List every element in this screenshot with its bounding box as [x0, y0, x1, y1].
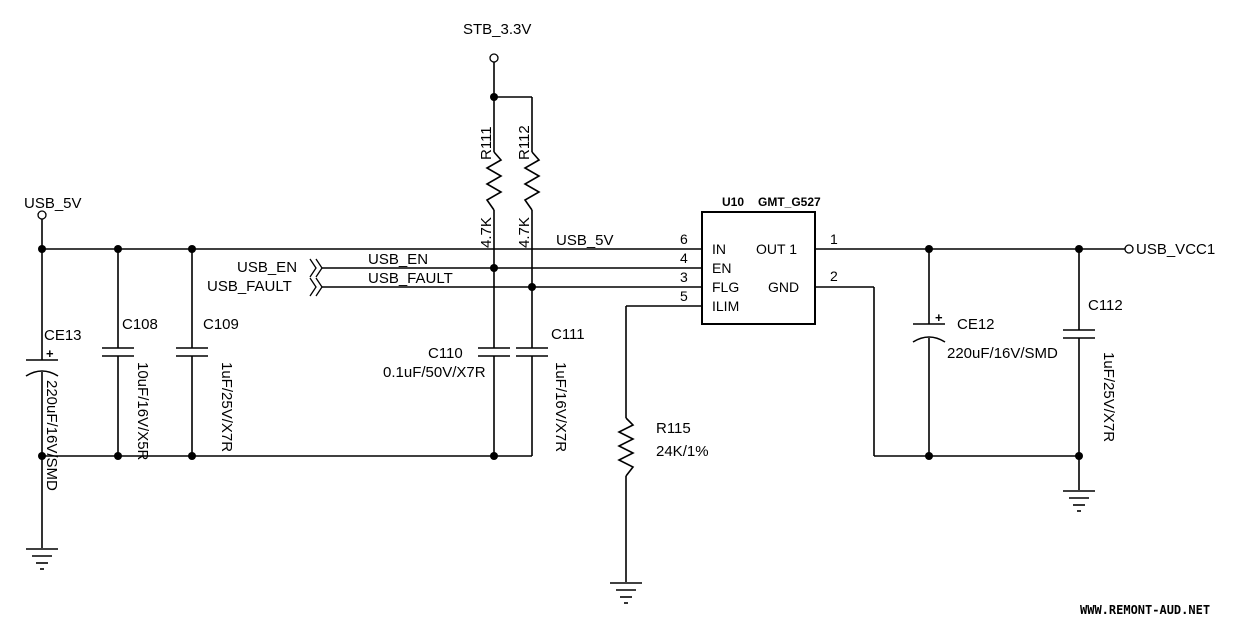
- c111-value: 1uF/16V/X7R: [552, 362, 569, 452]
- ic-part-label: GMT_G527: [758, 195, 821, 209]
- pin-en-name: EN: [712, 260, 731, 276]
- ic-u10: U10 GMT_G527 IN EN FLG ILIM 6 4 3 5 OUT …: [680, 195, 838, 325]
- capacitor-c112: C112 1uF/25V/X7R: [1063, 297, 1123, 442]
- c109-value: 1uF/25V/X7R: [218, 362, 235, 452]
- r111-ref: R111: [478, 126, 495, 160]
- resistor-r111: R111 4.7K: [478, 126, 503, 248]
- ce13-ref: CE13: [44, 327, 82, 344]
- polarity-plus-icon: +: [46, 346, 54, 361]
- r112-ref: R112: [516, 125, 533, 160]
- c110-value: 0.1uF/50V/X7R: [383, 364, 486, 381]
- ground-icon: [1063, 490, 1095, 512]
- c110-ref: C110: [428, 345, 463, 362]
- pin-out-name: OUT 1: [756, 241, 797, 257]
- c112-value: 1uF/25V/X7R: [1100, 352, 1117, 442]
- ce12-value: 220uF/16V/SMD: [947, 345, 1058, 362]
- pin-gnd-number: 2: [830, 268, 838, 284]
- stb-3v3-power-port: STB_3.3V: [463, 21, 531, 63]
- ground-icon: [610, 582, 642, 604]
- r111-value: 4.7K: [478, 217, 495, 248]
- c112-ref: C112: [1088, 297, 1123, 314]
- usb-fault-net-label: USB_FAULT: [368, 270, 453, 287]
- r115-ref: R115: [656, 420, 691, 437]
- usb-vcc1-port: USB_VCC1: [1124, 241, 1215, 258]
- r112-value: 4.7K: [516, 217, 533, 248]
- pin-gnd-name: GND: [768, 279, 799, 295]
- wires: [41, 62, 1125, 582]
- pin-flg-number: 3: [680, 269, 688, 285]
- watermark-text: WWW.REMONT-AUD.NET: [1080, 603, 1210, 617]
- pin-en-number: 4: [680, 250, 688, 266]
- usb-fault-port-label: USB_FAULT: [207, 278, 292, 295]
- pin-in-number: 6: [680, 231, 688, 247]
- usb-5v-port-label: USB_5V: [24, 195, 82, 212]
- c109-ref: C109: [203, 316, 239, 333]
- c108-value: 10uF/16V/X5R: [134, 362, 151, 461]
- pin-out-number: 1: [830, 231, 838, 247]
- ce13-value: 220uF/16V/SMD: [43, 380, 60, 491]
- usb-en-offsheet-connector: USB_EN: [237, 258, 323, 278]
- c111-ref: C111: [551, 326, 585, 343]
- resistor-r112: R112 4.7K: [516, 125, 541, 248]
- capacitor-c110: C110 0.1uF/50V/X7R: [383, 345, 510, 381]
- usb-en-port-label: USB_EN: [237, 259, 297, 276]
- pin-ilim-name: ILIM: [712, 298, 739, 314]
- pin-flg-name: FLG: [712, 279, 739, 295]
- ce12-ref: CE12: [957, 316, 995, 333]
- usb-en-net-label: USB_EN: [368, 251, 428, 268]
- usb-5v-net-label: USB_5V: [556, 232, 614, 249]
- capacitor-c109: C109 1uF/25V/X7R: [176, 316, 239, 452]
- capacitor-c108: C108 10uF/16V/X5R: [102, 316, 158, 461]
- ground-icon: [26, 548, 58, 570]
- usb-5v-power-port: USB_5V: [24, 195, 82, 220]
- capacitor-ce12: + CE12 220uF/16V/SMD: [912, 310, 1058, 362]
- usb-vcc1-port-label: USB_VCC1: [1136, 241, 1215, 258]
- polarity-plus-icon: +: [935, 310, 943, 325]
- resistor-r115: R115 24K/1%: [617, 417, 709, 477]
- usb-fault-offsheet-connector: USB_FAULT: [207, 277, 323, 297]
- capacitor-ce13: + CE13 220uF/16V/SMD: [25, 327, 82, 491]
- ic-ref-label: U10: [722, 195, 744, 209]
- stb-3v3-port-label: STB_3.3V: [463, 21, 531, 38]
- pin-ilim-number: 5: [680, 288, 688, 304]
- junction-dots: [38, 93, 1083, 460]
- capacitor-c111: C111 1uF/16V/X7R: [516, 326, 585, 452]
- pin-in-name: IN: [712, 241, 726, 257]
- c108-ref: C108: [122, 316, 158, 333]
- r115-value: 24K/1%: [656, 443, 709, 460]
